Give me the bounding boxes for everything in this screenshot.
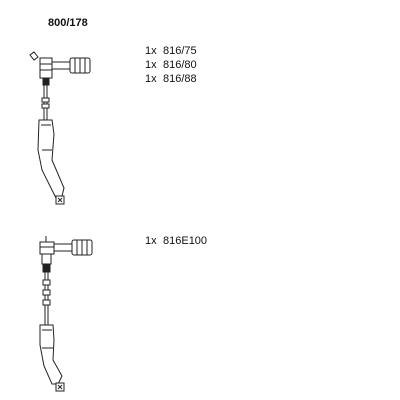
part-qty: 1x [145, 59, 157, 71]
part-list-group-1: 1x 816/75 1x 816/80 1x 816/88 [145, 44, 197, 86]
distributor-connector-straight [39, 236, 93, 273]
spark-plug-clip [55, 382, 65, 392]
ignition-lead-2 [39, 236, 93, 392]
part-qty: 1x [145, 73, 157, 85]
part-list-group-2: 1x 816E100 [145, 234, 207, 248]
part-qty: 1x [145, 235, 157, 247]
part-ref: 816/75 [163, 45, 197, 57]
spark-plug-clip [55, 195, 65, 205]
ignition-cable [41, 85, 50, 120]
part-list-item: 1x 816/75 [145, 44, 197, 58]
part-ref: 816/88 [163, 73, 197, 85]
part-list-item: 1x 816/88 [145, 72, 197, 86]
spark-plug-boot [39, 324, 63, 385]
ignition-cable [42, 272, 51, 325]
ignition-lead-1 [29, 51, 91, 205]
spark-plug-boot [37, 119, 65, 199]
part-list-item: 1x 816/80 [145, 58, 197, 72]
part-ref: 816/80 [163, 59, 197, 71]
part-qty: 1x [145, 45, 157, 57]
kit-part-number: 800/178 [48, 17, 88, 29]
part-list-item: 1x 816E100 [145, 234, 207, 248]
distributor-connector-angled [29, 51, 91, 86]
part-ref: 816E100 [163, 235, 208, 247]
